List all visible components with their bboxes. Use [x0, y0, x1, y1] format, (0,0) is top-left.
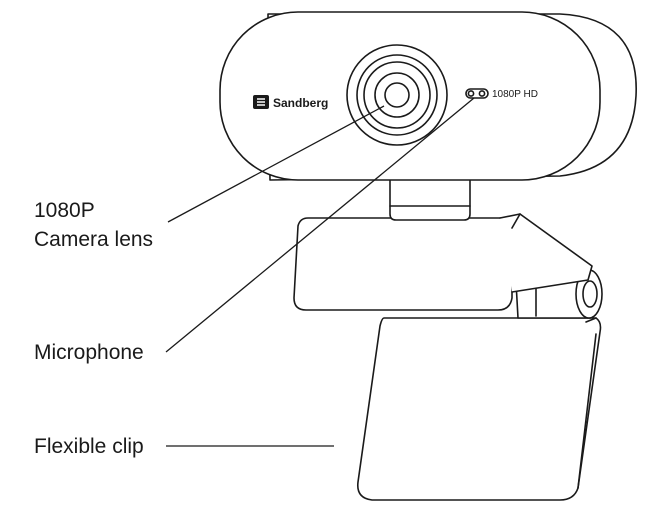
label-lens-line2: Camera lens	[34, 228, 153, 251]
leader-lens	[167, 105, 385, 223]
label-lens-line1: 1080P	[34, 199, 95, 222]
clip-top-front	[293, 217, 513, 311]
brand-logo: Sandberg	[253, 95, 328, 110]
clip-back-plate	[356, 317, 602, 501]
leader-lines	[165, 97, 475, 447]
clip-top-arm	[293, 213, 593, 311]
camera-lens	[346, 44, 448, 146]
label-microphone: Microphone	[34, 341, 144, 364]
camera-neck	[389, 175, 471, 221]
microphone-hole-right	[478, 90, 486, 97]
neck-body	[389, 175, 471, 221]
callout-labels: 1080P Camera lens Microphone Flexible cl…	[34, 199, 153, 458]
resolution-badge: 1080P HD	[492, 89, 538, 100]
clip-plate-edge	[577, 317, 597, 489]
brand-logo-icon-mark	[257, 98, 265, 106]
leader-microphone	[165, 97, 475, 353]
brand-name: Sandberg	[273, 96, 328, 110]
clip-top-edge	[511, 213, 521, 229]
label-flexible-clip: Flexible clip	[34, 435, 144, 458]
microphone-badge: 1080P HD	[465, 88, 538, 100]
microphone-hole-left	[467, 90, 475, 97]
hinge-cap-inner	[582, 280, 598, 308]
clip-top-side	[499, 213, 593, 293]
lens-glass	[384, 82, 410, 108]
